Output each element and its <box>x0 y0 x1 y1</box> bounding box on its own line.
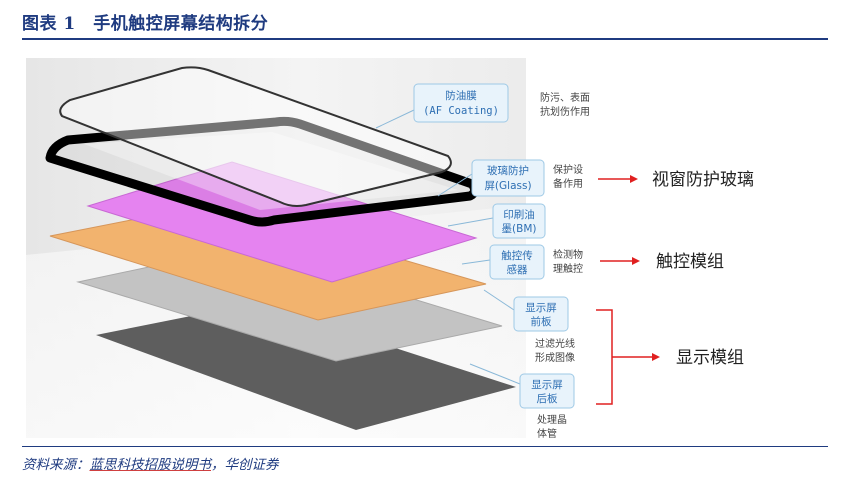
desc-sensor-line1: 检测物 <box>553 248 583 261</box>
callout-connectors <box>375 109 521 385</box>
callout-back-line2: 后板 <box>537 392 558 405</box>
header-rule <box>22 38 828 40</box>
desc-back-line2: 体管 <box>537 427 557 440</box>
source-underlined: 蓝思科技招股说明书 <box>89 457 212 473</box>
callout-back-panel: 显示屏 后板 <box>519 373 575 409</box>
desc-glass-line1: 保护设 <box>553 163 583 176</box>
callout-bm-line2: 墨(BM) <box>502 223 537 235</box>
footer-rule <box>22 446 828 447</box>
desc-glass-line2: 备作用 <box>553 177 583 190</box>
callout-sensor-line2: 感器 <box>507 263 528 276</box>
desc-af-line2: 抗划伤作用 <box>540 105 590 118</box>
callout-af-coating: 防油膜 (AF Coating) <box>413 83 509 123</box>
desc-front-line2: 形成图像 <box>535 352 575 364</box>
desc-back-line1: 处理晶 <box>537 414 567 426</box>
source-note: 资料来源：蓝思科技招股说明书，华创证券 <box>22 453 279 473</box>
callout-glass: 玻璃防护 屏(Glass) <box>471 159 545 197</box>
callout-sensor: 触控传 感器 <box>489 244 545 280</box>
callout-sensor-line1: 触控传 <box>501 249 533 262</box>
figure-title: 图表 1 手机触控屏幕结构拆分 <box>22 14 269 34</box>
figure-header: 图表 1 手机触控屏幕结构拆分 <box>0 0 850 40</box>
module-label-touch: 触控模组 <box>656 252 724 272</box>
callout-bm-line1: 印刷油 <box>503 208 535 221</box>
desc-sensor-line2: 理触控 <box>553 262 583 275</box>
af-coating-layer <box>59 66 452 207</box>
display-back-panel-layer <box>96 303 516 430</box>
desc-af-line1: 防污、表面 <box>540 91 590 104</box>
callout-front-line2: 前板 <box>531 315 552 328</box>
module-arrows <box>596 175 660 405</box>
callout-front-line1: 显示屏 <box>525 302 557 314</box>
callout-bm: 印刷油 墨(BM) <box>492 203 546 239</box>
module-label-cover-glass: 视窗防护玻璃 <box>652 170 754 190</box>
source-suffix: ，华创证券 <box>211 457 279 473</box>
callout-glass-line1: 玻璃防护 <box>487 164 529 177</box>
source-prefix: 资料来源： <box>22 457 90 473</box>
callout-front-panel: 显示屏 前板 <box>513 296 569 332</box>
callout-af-line2: (AF Coating) <box>423 105 499 117</box>
callout-af-line1: 防油膜 <box>445 89 477 102</box>
callout-back-line1: 显示屏 <box>531 379 563 391</box>
callout-glass-line2: 屏(Glass) <box>484 180 531 192</box>
desc-front-line1: 过滤光线 <box>535 337 575 350</box>
module-label-display: 显示模组 <box>676 348 744 368</box>
